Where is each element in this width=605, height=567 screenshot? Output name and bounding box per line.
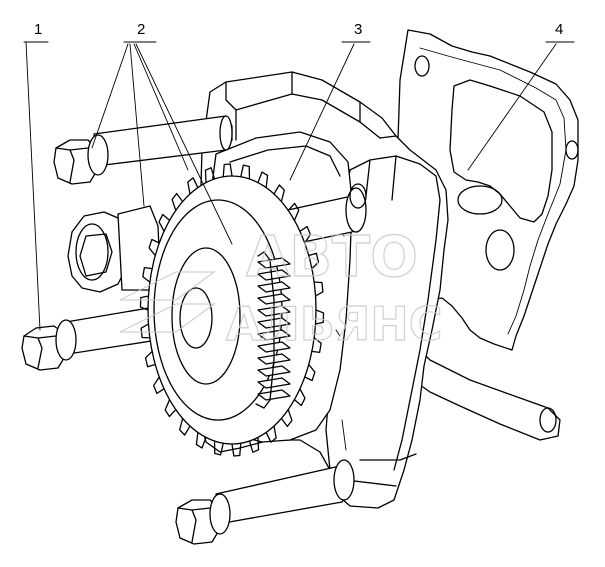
callout-label-1: 1 bbox=[34, 21, 42, 38]
callout-4: 4 bbox=[467, 21, 575, 171]
callout-label-4: 4 bbox=[555, 21, 563, 38]
watermark-line2: АЛЬЯНС bbox=[226, 297, 443, 351]
gear-tooth bbox=[187, 177, 199, 195]
gear-tooth bbox=[164, 399, 177, 418]
watermark-logo-mark bbox=[119, 271, 216, 333]
gear-tooth bbox=[195, 431, 207, 449]
spline-ridge bbox=[257, 269, 291, 281]
gear-tooth bbox=[142, 267, 153, 283]
gear-tooth bbox=[265, 425, 277, 443]
watermark: АВТО АЛЬЯНС bbox=[119, 224, 443, 352]
gear-tooth bbox=[179, 417, 191, 436]
gear-tooth bbox=[152, 376, 165, 395]
gear-tooth bbox=[144, 350, 156, 368]
bolt-upper-left bbox=[53, 115, 233, 185]
gear-tooth bbox=[313, 281, 324, 297]
gear-teeth bbox=[139, 163, 325, 457]
callout-label-3: 3 bbox=[354, 21, 362, 38]
spline-ridge bbox=[257, 389, 291, 401]
callout-3: 3 bbox=[289, 21, 371, 181]
gear-tooth bbox=[273, 184, 285, 203]
gear-tooth bbox=[148, 238, 160, 257]
drive-gear bbox=[67, 163, 325, 457]
gear-tooth bbox=[213, 440, 224, 456]
spline-ridge bbox=[257, 365, 291, 377]
callout-label-2: 2 bbox=[137, 21, 145, 38]
watermark-line1: АВТО bbox=[246, 225, 418, 290]
gear-tooth bbox=[311, 337, 322, 353]
bolt-bottom bbox=[175, 459, 355, 545]
gear-tooth bbox=[222, 163, 233, 178]
gear-tooth bbox=[171, 192, 184, 212]
gear-tooth bbox=[299, 225, 312, 244]
gear-tooth bbox=[280, 408, 293, 428]
gear-tooth bbox=[314, 309, 325, 325]
gear-tooth bbox=[293, 388, 306, 407]
callout-1: 1 bbox=[23, 21, 49, 331]
gear-tooth bbox=[287, 202, 300, 221]
gear-tooth bbox=[248, 436, 260, 453]
gear-tooth bbox=[240, 164, 251, 180]
gear-tooth bbox=[139, 295, 150, 311]
gear-tooth bbox=[158, 213, 171, 232]
spline-ridge bbox=[257, 377, 291, 389]
gear-tooth bbox=[257, 171, 269, 189]
spline-ridge bbox=[257, 281, 291, 293]
gear-tooth bbox=[140, 323, 151, 339]
gear-tooth bbox=[204, 167, 216, 184]
spline-ridge bbox=[257, 257, 291, 269]
gear-tooth bbox=[231, 442, 242, 457]
callout-2: 2 bbox=[91, 21, 233, 245]
gear-tooth bbox=[308, 252, 320, 270]
gear-tooth bbox=[304, 363, 316, 382]
